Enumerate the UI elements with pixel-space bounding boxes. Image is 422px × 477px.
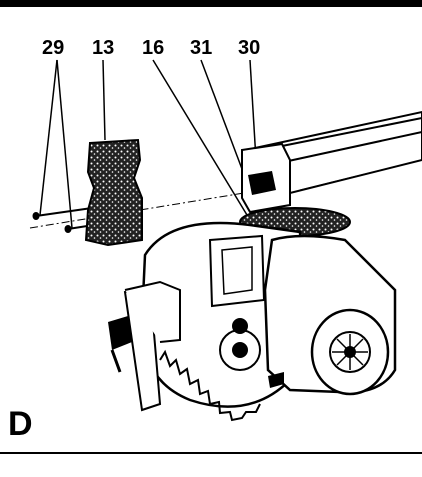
alignment-axis: [29, 191, 251, 229]
leader-31: [200, 59, 249, 186]
callout-16: 16: [142, 37, 164, 59]
figure-letter: D: [8, 405, 33, 443]
height-knob: [268, 372, 284, 388]
part-13-block: [84, 138, 143, 247]
bottom-rule: [0, 452, 422, 454]
saw-blade-teeth: [159, 349, 261, 422]
leader-30: [249, 59, 257, 161]
callout-29: 29: [42, 37, 64, 59]
clamp-knob: [108, 316, 132, 373]
callout-30: 30: [238, 37, 260, 59]
callout-31: 31: [190, 37, 212, 59]
leader-13: [102, 59, 106, 141]
part-31-knob: [248, 171, 276, 195]
leader-29b: [56, 59, 73, 229]
locking-knob: [232, 318, 248, 334]
spindle-hub: [219, 329, 261, 371]
guard-window: [208, 234, 266, 308]
screw-29-upper: [32, 207, 93, 220]
leader-16: [152, 59, 248, 216]
leader-lines: [39, 59, 257, 229]
top-rule: [0, 0, 422, 7]
motor-end-vent: [329, 331, 371, 373]
anti-kickback-assembly: [123, 280, 181, 412]
motor-housing: [263, 234, 397, 396]
leader-29a: [39, 59, 58, 216]
callout-13: 13: [92, 37, 114, 59]
guard-window-inner: [221, 246, 253, 295]
